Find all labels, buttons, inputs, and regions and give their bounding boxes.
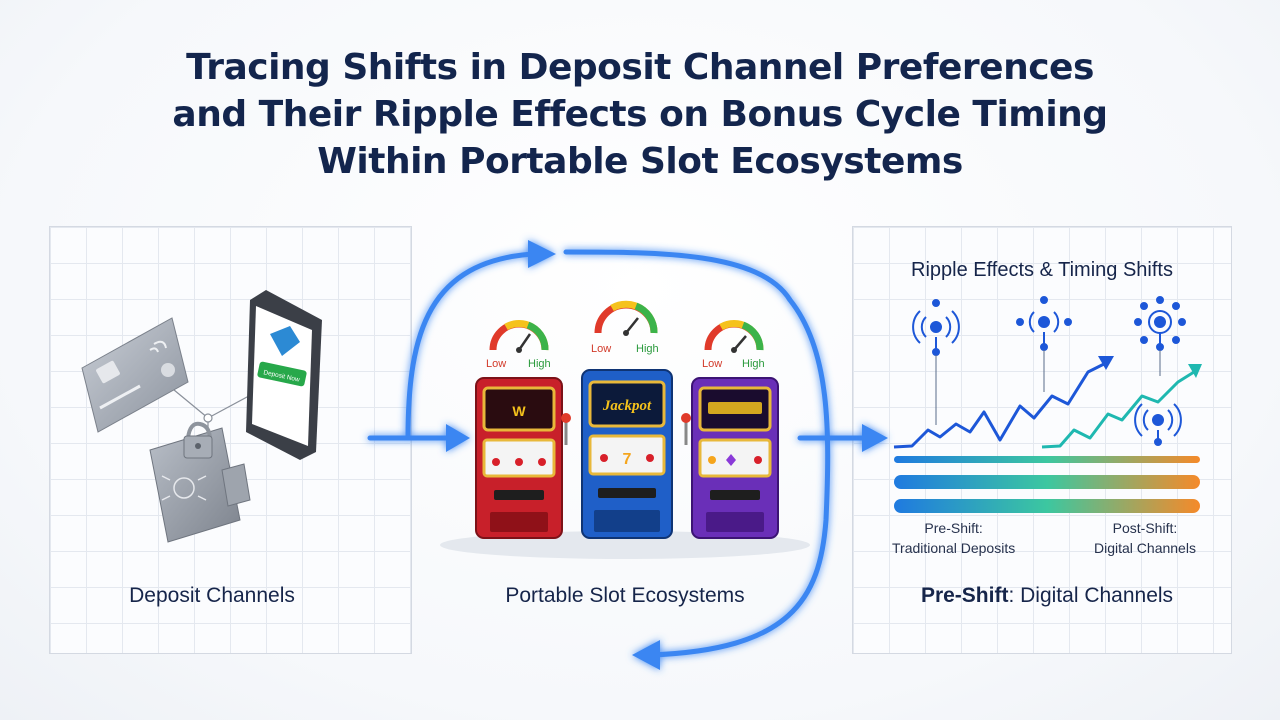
slot-machine-red: W — [475, 377, 571, 539]
pre-shift-line — [893, 362, 1105, 449]
signal-icon-1 — [912, 299, 960, 425]
gauge-1 — [489, 320, 549, 353]
network-icon — [1134, 296, 1186, 376]
arrow-loop-left-up — [405, 251, 535, 441]
arrow-heads — [446, 240, 888, 670]
arrow-loop-top — [563, 249, 831, 658]
slot-machines: Low High Low High Low High W Jackpot 7 — [440, 300, 810, 559]
app-logo-icon — [270, 326, 300, 356]
smartphone-icon: Deposit Now — [246, 290, 322, 460]
pre-shift-caption: Pre-Shift: Traditional Deposits — [892, 518, 1015, 558]
timing-bar-3 — [894, 499, 1200, 513]
title-line-1: Tracing Shifts in Deposit Channel Prefer… — [186, 47, 1094, 88]
ripple-title: Ripple Effects & Timing Shifts — [911, 259, 1173, 281]
title-line-2: and Their Ripple Effects on Bonus Cycle … — [172, 94, 1108, 135]
signal-icon-3 — [1134, 403, 1182, 446]
gauge-2 — [594, 300, 658, 336]
page-title: Tracing Shifts in Deposit Channel Prefer… — [0, 44, 1280, 185]
gauge-1-low: Low — [486, 358, 506, 370]
ripple-footer-label: Pre-Shift: Digital Channels — [921, 584, 1173, 608]
signal-icon-2 — [1016, 296, 1072, 392]
timing-bar-2 — [894, 475, 1200, 489]
pre-shift-sub: Traditional Deposits — [892, 540, 1016, 556]
deposit-channels-panel — [49, 226, 412, 654]
pre-shift-label: Pre-Shift: — [924, 520, 983, 536]
post-shift-caption: Post-Shift: Digital Channels — [1094, 518, 1196, 558]
gauge-2-low: Low — [591, 343, 611, 355]
deposit-channels-label: Deposit Channels — [129, 584, 295, 607]
gauge-3-high: High — [742, 358, 765, 370]
portable-slot-label: Portable Slot Ecosystems — [505, 584, 745, 607]
credit-card-icon — [81, 317, 189, 433]
svg-text:7: 7 — [623, 451, 632, 468]
post-shift-label: Post-Shift: — [1112, 520, 1178, 536]
gauge-1-high: High — [528, 358, 551, 370]
ripple-footer-bold: Pre-Shift — [920, 584, 1009, 607]
deposit-now-button[interactable] — [257, 361, 307, 387]
gauge-3 — [704, 320, 764, 353]
post-shift-sub: Digital Channels — [1094, 540, 1196, 556]
slot-machine-purple — [681, 377, 779, 539]
svg-text:W: W — [512, 403, 526, 419]
post-shift-line — [1041, 370, 1195, 449]
timing-bar-1 — [894, 456, 1200, 463]
deposit-illustration: Deposit Now — [81, 290, 322, 543]
jackpot-label: Jackpot — [602, 398, 652, 414]
wallet-lock-icon — [149, 421, 251, 543]
flow-arrows — [367, 249, 869, 658]
ripple-chart — [893, 296, 1202, 513]
gauge-3-low: Low — [702, 358, 722, 370]
ripple-footer-rest: : Digital Channels — [1008, 584, 1174, 607]
title-line-3: Within Portable Slot Ecosystems — [317, 141, 963, 182]
slot-machine-blue: Jackpot 7 — [581, 369, 673, 539]
gauge-2-high: High — [636, 343, 659, 355]
